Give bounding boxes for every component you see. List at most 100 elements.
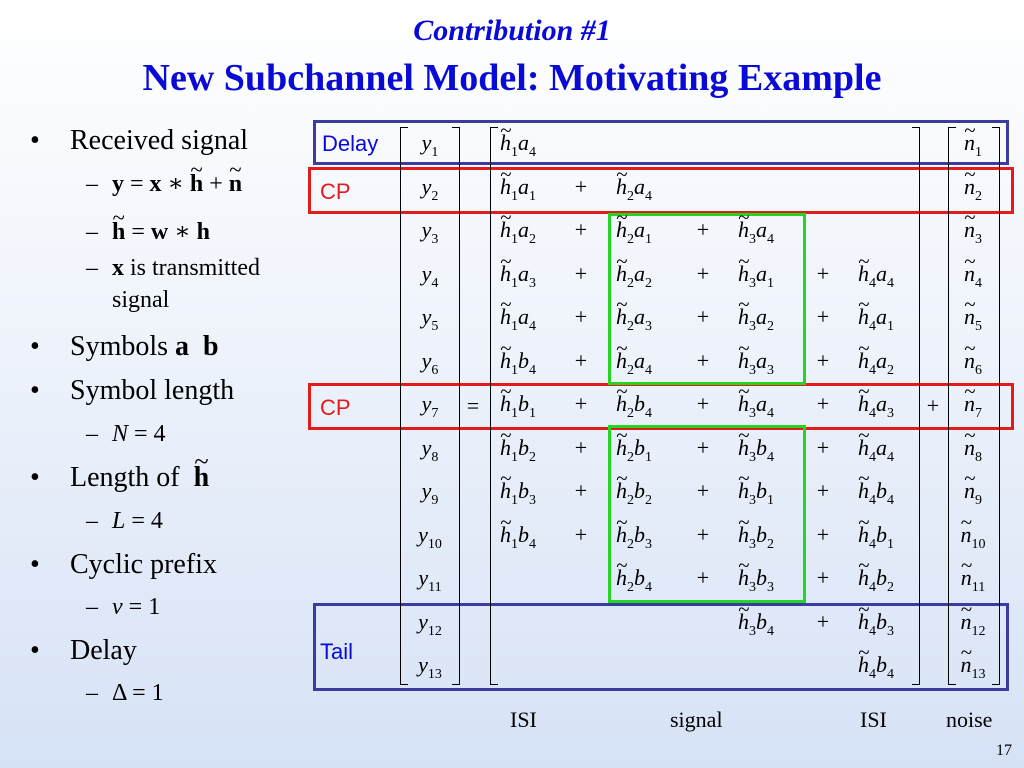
plus-sign: + bbox=[574, 434, 588, 460]
tail-region-box bbox=[313, 603, 1009, 691]
matrix-term: h4a2 bbox=[858, 333, 894, 386]
sub-bullet-x-desc-cont: signal bbox=[112, 287, 170, 313]
matrix-term: h2a3 bbox=[616, 289, 652, 342]
plus-sign: + bbox=[816, 434, 830, 460]
matrix-term: h4a4 bbox=[858, 246, 894, 299]
matrix-term: h3b4 bbox=[738, 420, 774, 473]
y-entry: y5 bbox=[421, 304, 439, 334]
footer-signal: signal bbox=[670, 707, 723, 732]
h-matrix-right-bracket bbox=[912, 127, 920, 685]
y-entry: y2 bbox=[421, 173, 439, 204]
matrix-term: h4b3 bbox=[858, 594, 894, 647]
n-entry: n11 bbox=[948, 550, 998, 595]
h-matrix-left-bracket bbox=[490, 127, 498, 685]
n-entry: n13 bbox=[948, 637, 998, 682]
matrix-term: h2b4 bbox=[616, 550, 652, 603]
y-entry: y6 bbox=[421, 347, 439, 378]
matrix-term: h4a1 bbox=[858, 289, 894, 342]
bullet-delay: •Delay bbox=[30, 635, 137, 666]
slide-title: New Subchannel Model: Motivating Example bbox=[142, 57, 882, 99]
y-vector-left-bracket bbox=[400, 127, 408, 685]
n-entry: n9 bbox=[948, 463, 998, 508]
n-entry: n4 bbox=[948, 246, 998, 291]
matrix-term: h1a3 bbox=[500, 246, 536, 299]
plus-sign: + bbox=[574, 521, 588, 547]
matrix-term: h1b2 bbox=[500, 420, 536, 473]
matrix-term: h4b4 bbox=[858, 637, 894, 690]
equals-sign: = bbox=[466, 393, 480, 418]
bullet-length-of: •Length of h bbox=[30, 446, 209, 494]
plus-sign: + bbox=[696, 434, 710, 460]
matrix-term: h3a1 bbox=[738, 246, 774, 299]
matrix-term: h4a3 bbox=[858, 376, 894, 429]
sub-bullet-eq1: –y = x ∗ h + n bbox=[86, 155, 242, 199]
plus-sign: + bbox=[574, 260, 588, 286]
matrix-term: h1b3 bbox=[500, 463, 536, 516]
matrix-term: h3b4 bbox=[738, 594, 774, 647]
matrix-term: h4b1 bbox=[858, 507, 894, 560]
delay-region-box bbox=[313, 120, 1009, 165]
matrix-term: h1b1 bbox=[500, 376, 536, 429]
matrix-term: h2b2 bbox=[616, 463, 652, 516]
y-entry: y3 bbox=[421, 217, 439, 247]
y-vector-right-bracket bbox=[452, 127, 460, 685]
signal-region-box-1 bbox=[608, 213, 806, 385]
plus-noise-sign: + bbox=[926, 393, 940, 418]
matrix-term: h4a4 bbox=[858, 420, 894, 473]
plus-sign: + bbox=[816, 478, 830, 503]
bullet-symbol-length: •Symbol length bbox=[30, 375, 235, 406]
matrix-term: h4b4 bbox=[858, 463, 894, 516]
footer-isi-right: ISI bbox=[860, 707, 887, 732]
y-entry: y8 bbox=[421, 434, 439, 465]
matrix-term: h3b2 bbox=[738, 507, 774, 560]
sub-bullet-eq2: –h = w ∗ h bbox=[86, 203, 210, 247]
label-cp-2: CP bbox=[320, 395, 351, 420]
n-entry: n12 bbox=[948, 594, 998, 639]
sub-bullet-n: –N = 4 bbox=[86, 421, 166, 447]
n-entry: n7 bbox=[948, 376, 998, 421]
slide-subtitle: Contribution #1 bbox=[413, 14, 611, 47]
y-entry: y7 bbox=[421, 391, 439, 421]
sub-bullet-delta: –Δ = 1 bbox=[86, 680, 164, 706]
sub-bullet-v: –v = 1 bbox=[86, 594, 161, 620]
plus-sign: + bbox=[816, 521, 830, 547]
y-entry: y9 bbox=[421, 478, 439, 508]
plus-sign: + bbox=[696, 304, 710, 329]
plus-sign: + bbox=[816, 391, 830, 416]
bullet-cyclic-prefix: •Cyclic prefix bbox=[30, 549, 217, 580]
plus-sign: + bbox=[574, 391, 588, 416]
plus-sign: + bbox=[816, 260, 830, 286]
plus-sign: + bbox=[816, 608, 830, 634]
matrix-term: h3a4 bbox=[738, 202, 774, 255]
matrix-term: h2a1 bbox=[616, 202, 652, 255]
matrix-term: h1b4 bbox=[500, 333, 536, 386]
label-tail: Tail bbox=[320, 639, 354, 664]
plus-sign: + bbox=[696, 217, 710, 242]
footer-noise: noise bbox=[946, 707, 993, 732]
sub-bullet-x-desc: –x is transmitted bbox=[86, 255, 260, 281]
y-entry: y1 bbox=[421, 130, 439, 160]
signal-region-box-2 bbox=[608, 425, 806, 603]
label-cp-1: CP bbox=[320, 179, 351, 204]
matrix-term: h2b1 bbox=[616, 420, 652, 473]
y-entry: y12 bbox=[418, 608, 442, 639]
cp-region-box-1 bbox=[308, 167, 1014, 214]
plus-sign: + bbox=[574, 478, 588, 503]
plus-sign: + bbox=[816, 347, 830, 373]
matrix-term: h3a2 bbox=[738, 289, 774, 342]
matrix-term: h1a4 bbox=[500, 289, 536, 342]
plus-sign: + bbox=[574, 173, 588, 199]
plus-sign: + bbox=[574, 304, 588, 329]
n-entry: n1 bbox=[948, 115, 998, 160]
matrix-term: h4b2 bbox=[858, 550, 894, 603]
matrix-term: h3b1 bbox=[738, 463, 774, 516]
y-entry: y4 bbox=[421, 260, 439, 291]
bullet-received-signal: •Received signal bbox=[30, 125, 249, 156]
plus-sign: + bbox=[574, 217, 588, 242]
bullet-symbols: •Symbols a b bbox=[30, 331, 219, 362]
matrix-term: h1a1 bbox=[500, 159, 536, 212]
n-entry: n10 bbox=[948, 507, 998, 552]
matrix-term: h1b4 bbox=[500, 507, 536, 560]
matrix-term: h1a4 bbox=[500, 115, 536, 168]
matrix-term: h2a4 bbox=[616, 159, 652, 212]
